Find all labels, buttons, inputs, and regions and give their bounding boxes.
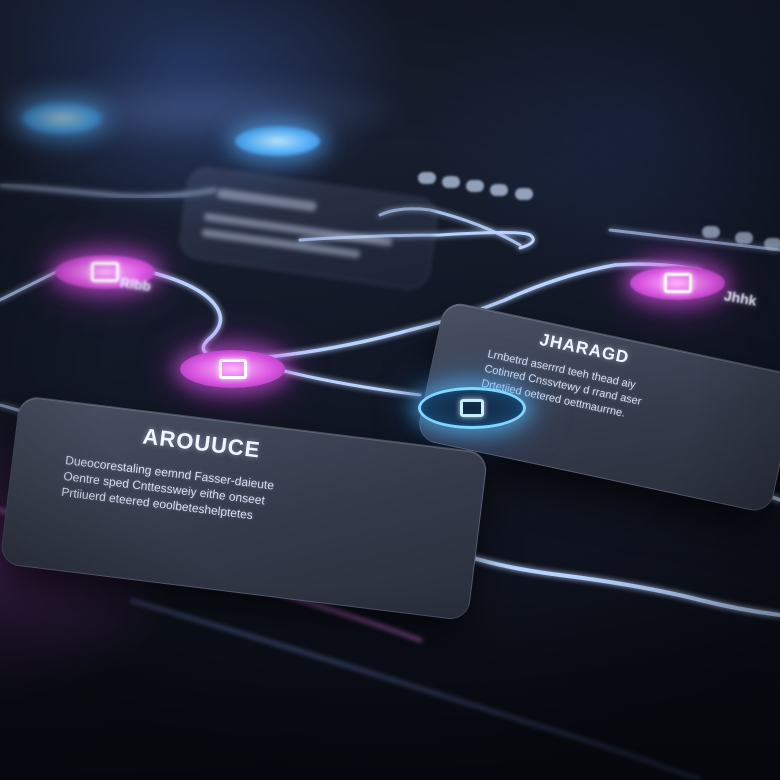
node-blue-top[interactable] (235, 126, 320, 156)
wire-far-right (608, 228, 780, 252)
wire-lower (438, 543, 780, 617)
step-dot[interactable] (442, 176, 460, 188)
window-icon (91, 262, 119, 282)
card-body: Dueocorestaling eemnd Fasser-daieute Oen… (60, 452, 275, 526)
wire-main-c (278, 368, 422, 397)
step-dot[interactable] (764, 238, 780, 250)
node-blue-far[interactable] (22, 102, 102, 134)
ghost-text-bar (216, 188, 318, 212)
step-dot[interactable] (418, 172, 436, 184)
window-icon (218, 359, 247, 379)
image-icon (460, 399, 484, 417)
node-pink-right[interactable] (630, 266, 725, 300)
step-dot[interactable] (466, 180, 484, 192)
step-dot[interactable] (490, 184, 508, 196)
node-blue-center[interactable] (418, 387, 526, 429)
step-dot[interactable] (515, 188, 533, 200)
window-icon (663, 273, 692, 293)
wire-main-a (0, 268, 62, 302)
step-dot[interactable] (702, 226, 720, 238)
node-pink-center[interactable] (180, 350, 285, 388)
step-dot[interactable] (735, 232, 753, 244)
wire-bottom-faint (129, 597, 701, 780)
card-title: AROUUCE (141, 423, 262, 463)
wire-top (0, 183, 217, 199)
